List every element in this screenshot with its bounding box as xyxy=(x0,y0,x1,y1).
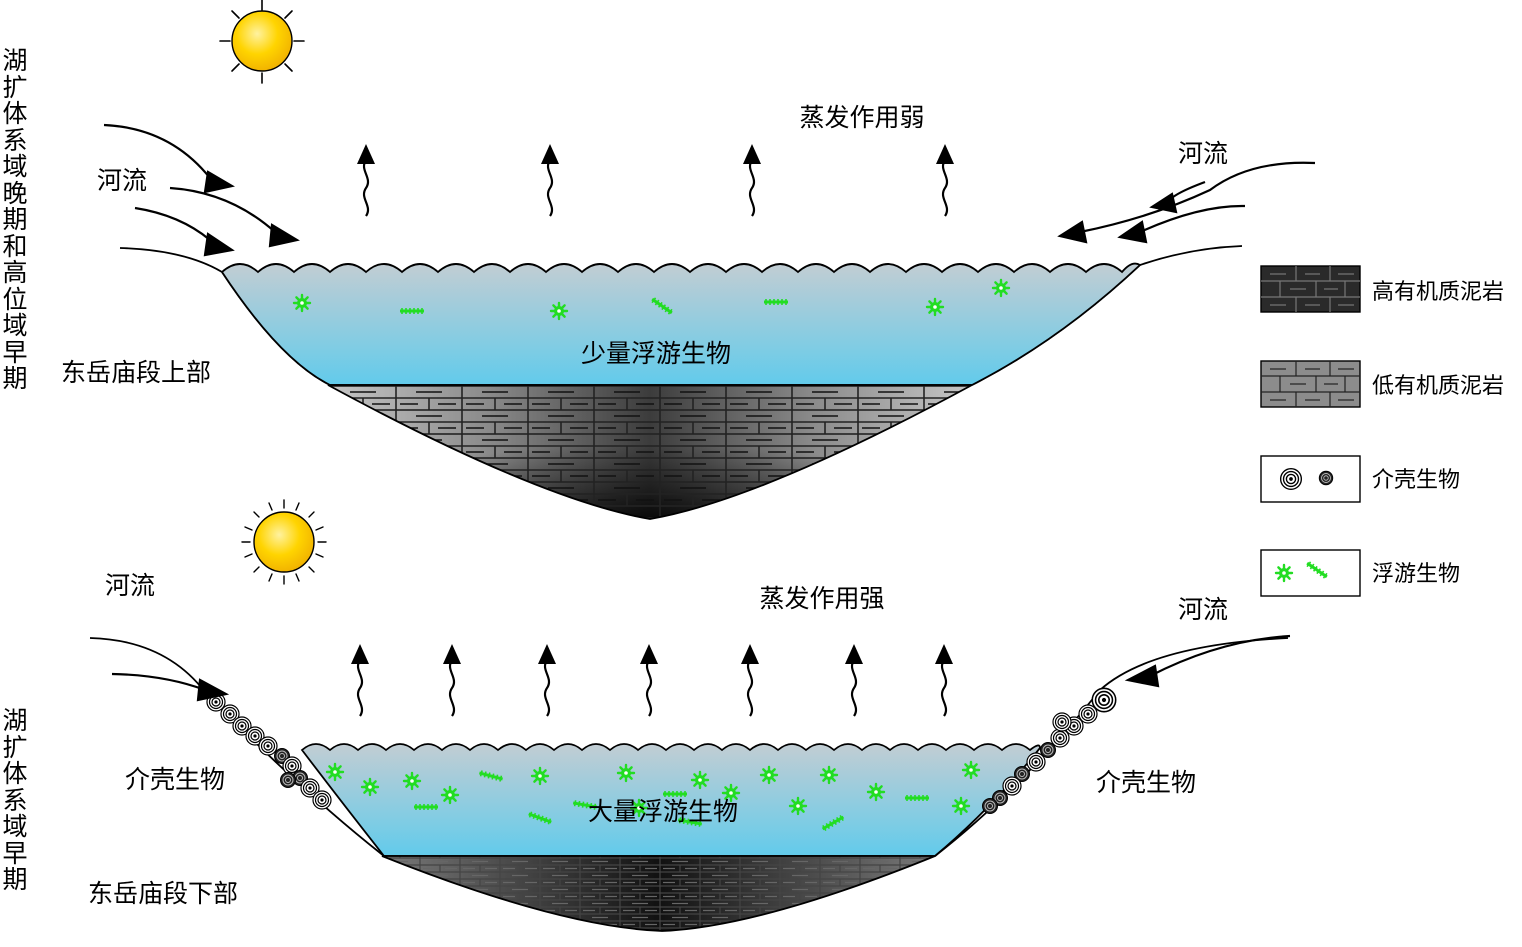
legend-item-low-toc xyxy=(1260,360,1361,408)
lower-shell-left-label: 介壳生物 xyxy=(125,765,225,794)
lower-river-right-arrow xyxy=(1124,634,1291,688)
lower-mudstone-layer xyxy=(381,855,936,932)
upper-mudstone-layer xyxy=(327,384,973,520)
sun-icon xyxy=(241,499,327,585)
legend-item-plankton xyxy=(1260,549,1361,597)
lower-river-right-label: 河流 xyxy=(1178,595,1228,624)
legend-item-high-toc xyxy=(1260,265,1361,313)
upper-river-right-label: 河流 xyxy=(1178,139,1228,168)
upper-side-label: 湖扩体系域晚期和高位域早期 xyxy=(2,46,28,393)
upper-river-right-arrows xyxy=(1057,161,1316,244)
sun-icon xyxy=(219,0,305,84)
upper-lake-water xyxy=(220,262,1142,386)
legend-label-shells: 介壳生物 xyxy=(1372,468,1460,493)
lower-river-left-arrow xyxy=(111,672,230,702)
upper-unit-label: 东岳庙段上部 xyxy=(61,358,211,387)
lower-evaporation-label: 蒸发作用强 xyxy=(759,584,884,613)
upper-evaporation-label: 蒸发作用弱 xyxy=(799,103,924,132)
upper-river-left-label: 河流 xyxy=(97,166,147,195)
lower-unit-label: 东岳庙段下部 xyxy=(88,879,238,908)
lower-side-label: 湖扩体系域早期 xyxy=(2,706,28,894)
upper-evaporation-arrows xyxy=(355,142,956,218)
legend-item-shells xyxy=(1260,455,1361,503)
lower-panel: 蒸发作用强 河流 河流 大量浮游生物 介壳生物 介壳生物 东岳庙段下部 xyxy=(88,499,1291,932)
legend-label-plankton: 浮游生物 xyxy=(1372,562,1460,587)
legend-label-high-toc: 高有机质泥岩 xyxy=(1372,280,1504,305)
lower-river-left-label: 河流 xyxy=(105,571,155,600)
legend-label-low-toc: 低有机质泥岩 xyxy=(1372,374,1504,399)
upper-plankton-label: 少量浮游生物 xyxy=(581,339,731,368)
legend: 高有机质泥岩 低有机质 xyxy=(1260,265,1504,597)
upper-river-left-arrows xyxy=(103,123,300,257)
lower-shell-right-label: 介壳生物 xyxy=(1096,768,1196,797)
lower-evaporation-arrows xyxy=(349,642,955,718)
upper-panel: 蒸发作用弱 河流 河流 少量浮游生物 东岳庙段上部 xyxy=(61,0,1316,520)
lower-plankton-label: 大量浮游生物 xyxy=(588,797,738,826)
